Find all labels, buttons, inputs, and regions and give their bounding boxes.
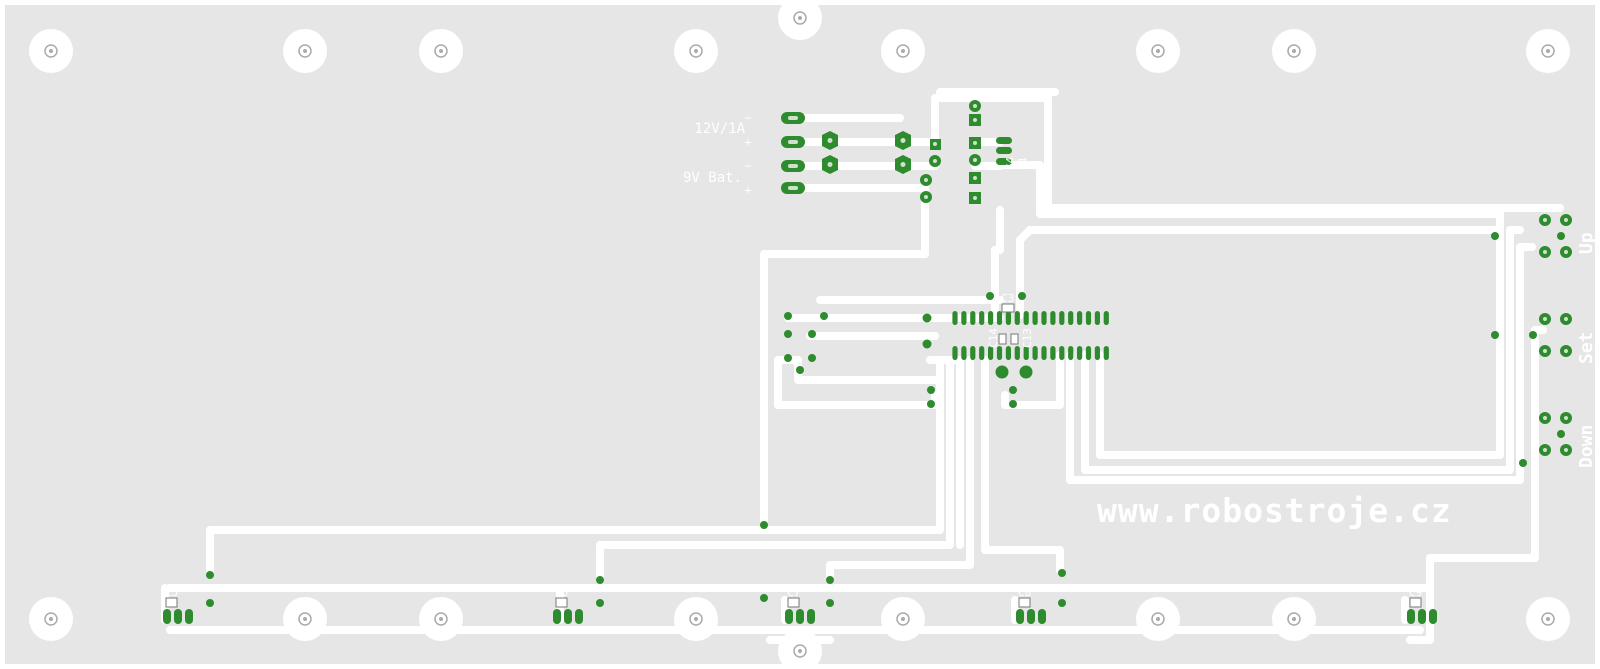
- power-pads: [822, 131, 911, 174]
- mcu-pin: [952, 311, 958, 325]
- mcu-pin: [1068, 311, 1074, 325]
- mcu-pin: [988, 346, 994, 360]
- connector-c5: [163, 571, 214, 624]
- mcu-pin: [1023, 311, 1029, 325]
- mcu-pin: [970, 311, 976, 325]
- mounting-hole: [419, 29, 463, 73]
- mcu-pin: [1050, 346, 1056, 360]
- component-c5: C5: [165, 586, 178, 599]
- label-12v: 12V/1A: [694, 121, 745, 137]
- mcu-pin: [979, 311, 985, 325]
- mcu-misc-pads: [760, 292, 1033, 529]
- mounting-hole: [283, 29, 327, 73]
- mcu-pin: [970, 346, 976, 360]
- mounting-hole: [778, 0, 822, 40]
- mcu-pin: [1094, 311, 1100, 325]
- component-c13: C13: [1021, 328, 1034, 348]
- connector-c9: [1407, 597, 1437, 624]
- mounting-hole: [674, 29, 718, 73]
- mounting-hole: [283, 597, 327, 641]
- sensor-connectors: [163, 569, 1437, 624]
- mcu-pin: [996, 346, 1003, 360]
- connector-c7: [760, 576, 834, 624]
- mcu-pin: [988, 311, 994, 325]
- mcu-pin: [1041, 311, 1047, 325]
- pcb-board: [3, 3, 1597, 666]
- mcu-pin: [1103, 346, 1109, 360]
- mcu-pins: [952, 311, 1109, 360]
- component-c14: C14: [987, 328, 1000, 348]
- mounting-hole: [29, 597, 73, 641]
- connector-c8: [1016, 569, 1066, 624]
- mounting-hole: [29, 29, 73, 73]
- mcu-pin: [1014, 311, 1020, 325]
- power-connector: [781, 112, 805, 194]
- mounting-hole: [1526, 597, 1570, 641]
- label-up: Up: [1576, 232, 1597, 254]
- mounting-hole: [674, 597, 718, 641]
- plus-1: +: [744, 135, 751, 149]
- mounting-holes: [29, 0, 1570, 669]
- mounting-hole: [1272, 597, 1316, 641]
- mcu-pin: [1085, 311, 1092, 325]
- minus-2: −: [744, 159, 751, 173]
- label-9v: 9V Bat.: [683, 170, 742, 186]
- mcu-pin: [1005, 311, 1011, 325]
- minus-1: −: [744, 111, 751, 125]
- plus-2: +: [744, 183, 751, 197]
- component-c9: C9: [1409, 586, 1422, 599]
- component-c3: C3: [1001, 292, 1014, 305]
- label-down: Down: [1576, 425, 1597, 468]
- mcu-pin: [1059, 346, 1065, 360]
- mounting-hole: [1272, 29, 1316, 73]
- mcu-pin: [1014, 346, 1020, 360]
- mcu-pin: [1068, 346, 1074, 360]
- mcu-pin: [1077, 346, 1083, 360]
- mcu-pin: [1050, 311, 1056, 325]
- component-c7: C7: [787, 586, 800, 599]
- mcu-pin: [1103, 311, 1109, 325]
- component-c8: C8: [1018, 586, 1031, 599]
- mounting-hole: [419, 597, 463, 641]
- component-c4: C4: [1004, 156, 1017, 170]
- smd-caps-mcu: [998, 303, 1019, 345]
- mounting-hole: [1136, 29, 1180, 73]
- cap-c1-c4: [996, 137, 1012, 165]
- component-c1: C1: [1016, 157, 1029, 170]
- mcu-pin: [1041, 346, 1047, 360]
- mcu-pin: [1005, 346, 1011, 360]
- website-label: www.robostroje.cz: [1097, 491, 1452, 530]
- label-set: Set: [1576, 331, 1597, 364]
- regulator-drills: [924, 104, 977, 200]
- connector-c6: [553, 576, 604, 624]
- mcu-pin: [961, 311, 967, 325]
- component-c6: C6: [555, 586, 568, 599]
- mcu-pin: [1023, 346, 1029, 360]
- mcu-pin: [952, 346, 958, 360]
- mounting-hole: [881, 29, 925, 73]
- mcu-pin: [961, 346, 967, 360]
- mounting-hole: [1526, 29, 1570, 73]
- mcu-pin: [996, 311, 1003, 325]
- mcu-pin: [1059, 311, 1065, 325]
- mcu-pin: [1085, 346, 1092, 360]
- mcu-pin: [1094, 346, 1100, 360]
- mounting-hole: [881, 597, 925, 641]
- mounting-hole: [778, 629, 822, 669]
- mcu-pin: [1032, 346, 1038, 360]
- mcu-pin: [1032, 311, 1038, 325]
- mcu-pin: [979, 346, 985, 360]
- mounting-hole: [1136, 597, 1180, 641]
- mcu-pin: [1077, 311, 1083, 325]
